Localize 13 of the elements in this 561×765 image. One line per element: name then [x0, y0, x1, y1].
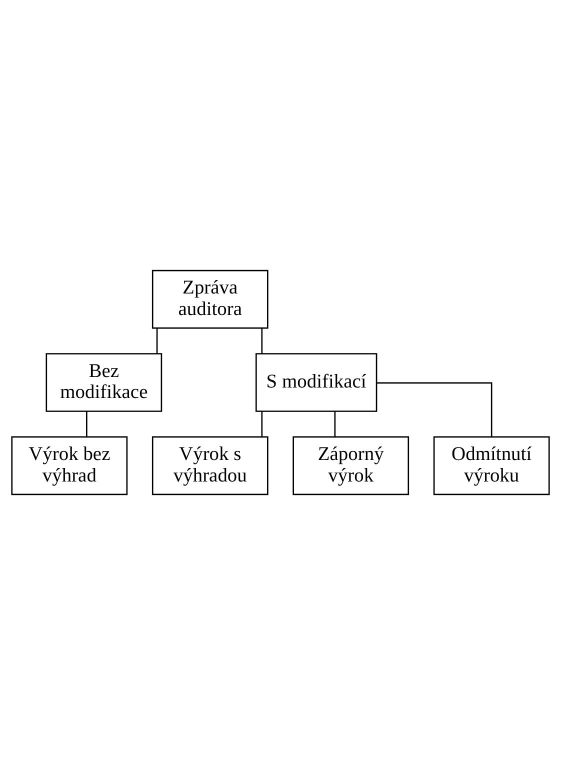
node-box: Výrok bez výhrad	[11, 436, 128, 496]
node-box: Bez modifikace	[46, 353, 162, 412]
connector	[261, 328, 263, 354]
connector	[334, 411, 336, 437]
node-box: S modifikací	[256, 353, 378, 412]
connector	[261, 411, 263, 437]
connector	[156, 328, 158, 354]
node-box: Zpráva auditora	[152, 270, 268, 329]
connector	[86, 411, 88, 437]
node-box: Odmítnutí výroku	[433, 436, 550, 496]
node-box: Výrok s výhradou	[152, 436, 268, 496]
connector	[376, 382, 492, 437]
node-box: Záporný výrok	[292, 436, 410, 496]
